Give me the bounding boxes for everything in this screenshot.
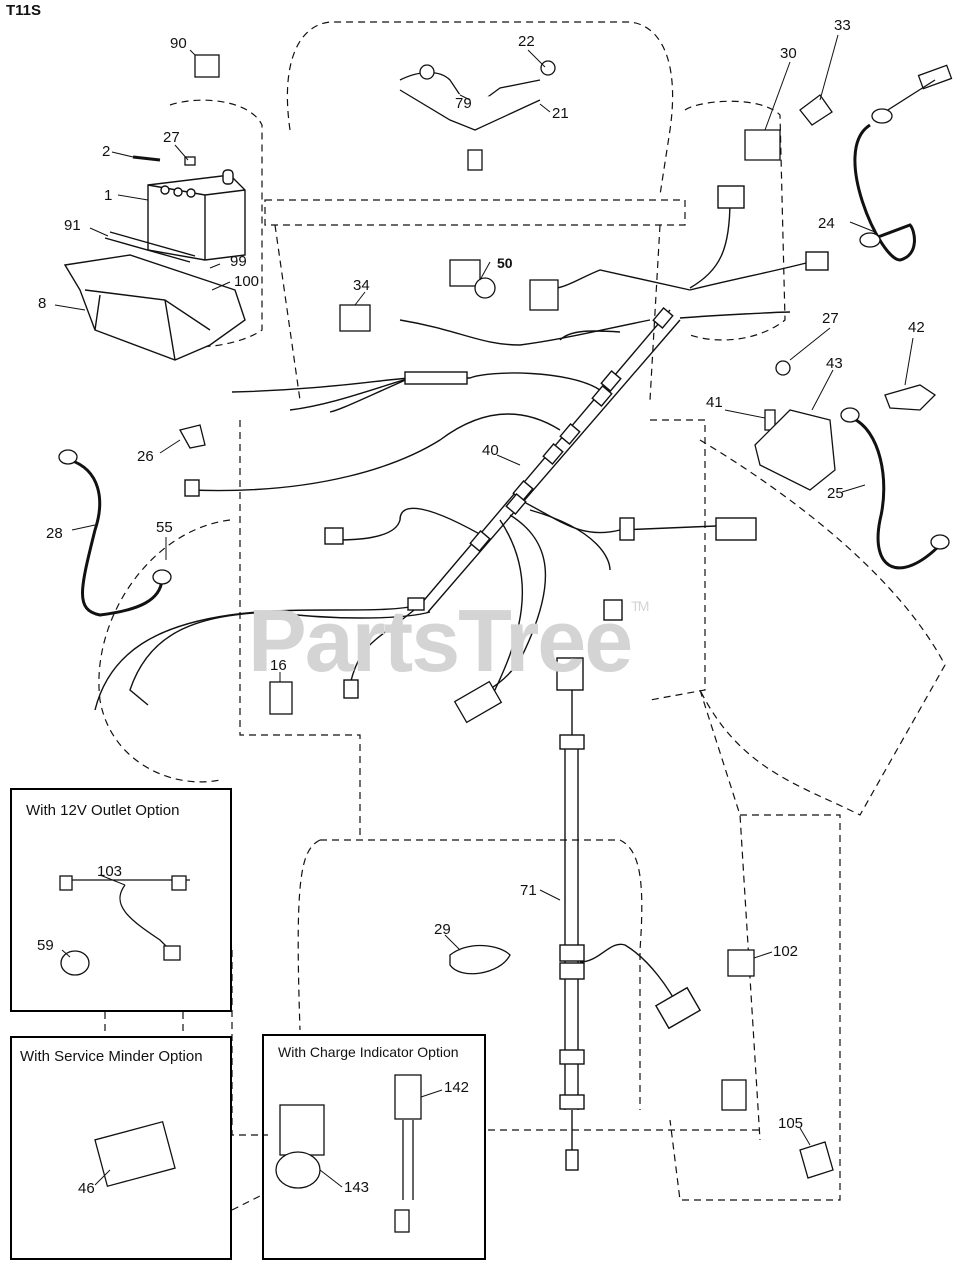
option-title-12v-outlet: With 12V Outlet Option bbox=[26, 802, 180, 819]
part-41: 41 bbox=[706, 394, 723, 411]
part-24: 24 bbox=[818, 215, 835, 232]
part-34: 34 bbox=[353, 277, 370, 294]
part-2: 2 bbox=[102, 143, 110, 160]
part-30: 30 bbox=[780, 45, 797, 62]
part-43: 43 bbox=[826, 355, 843, 372]
option-box-12v-outlet: With 12V Outlet Option bbox=[10, 788, 232, 1012]
watermark: PartsTreeTM bbox=[248, 591, 649, 690]
part-33: 33 bbox=[834, 17, 851, 34]
option-title-service-minder: With Service Minder Option bbox=[20, 1048, 203, 1065]
part-50: 50 bbox=[497, 255, 513, 271]
part-27-top: 27 bbox=[163, 129, 180, 146]
option-box-service-minder: With Service Minder Option bbox=[10, 1036, 232, 1260]
leader-lines bbox=[54, 34, 914, 1188]
part-59: 59 bbox=[37, 937, 54, 954]
part-8: 8 bbox=[38, 295, 46, 312]
part-55: 55 bbox=[156, 519, 173, 536]
small-parts bbox=[59, 54, 953, 1233]
part-142: 142 bbox=[444, 1079, 469, 1096]
option-title-charge-indicator: With Charge Indicator Option bbox=[278, 1044, 459, 1060]
part-42: 42 bbox=[908, 319, 925, 336]
part-90: 90 bbox=[170, 35, 187, 52]
part-28: 28 bbox=[46, 525, 63, 542]
part-102: 102 bbox=[773, 943, 798, 960]
part-79: 79 bbox=[455, 95, 472, 112]
part-22: 22 bbox=[518, 33, 535, 50]
part-1: 1 bbox=[104, 187, 112, 204]
ground-cables bbox=[69, 79, 942, 617]
part-100: 100 bbox=[234, 273, 259, 290]
part-143: 143 bbox=[344, 1179, 369, 1196]
part-105: 105 bbox=[778, 1115, 803, 1132]
harness-71 bbox=[564, 690, 681, 1150]
part-27-right: 27 bbox=[822, 310, 839, 327]
hold-down-91 bbox=[104, 231, 196, 263]
option-box-charge-indicator: With Charge Indicator Option bbox=[262, 1034, 486, 1260]
part-16: 16 bbox=[270, 657, 287, 674]
battery-tray bbox=[63, 254, 246, 361]
part-29: 29 bbox=[434, 921, 451, 938]
part-21: 21 bbox=[552, 105, 569, 122]
tractor-outline bbox=[98, 21, 946, 1211]
part-91: 91 bbox=[64, 217, 81, 234]
part-26: 26 bbox=[137, 448, 154, 465]
part-99: 99 bbox=[230, 253, 247, 270]
harness-clips bbox=[184, 185, 829, 699]
part-40: 40 bbox=[482, 442, 499, 459]
battery bbox=[147, 169, 246, 261]
cable-lugs bbox=[58, 108, 950, 585]
page-code: T11S bbox=[6, 2, 42, 19]
part-71: 71 bbox=[520, 882, 537, 899]
part-103: 103 bbox=[97, 863, 122, 880]
part-25: 25 bbox=[827, 485, 844, 502]
harness-71-clips bbox=[556, 657, 702, 1171]
part-46: 46 bbox=[78, 1180, 95, 1197]
